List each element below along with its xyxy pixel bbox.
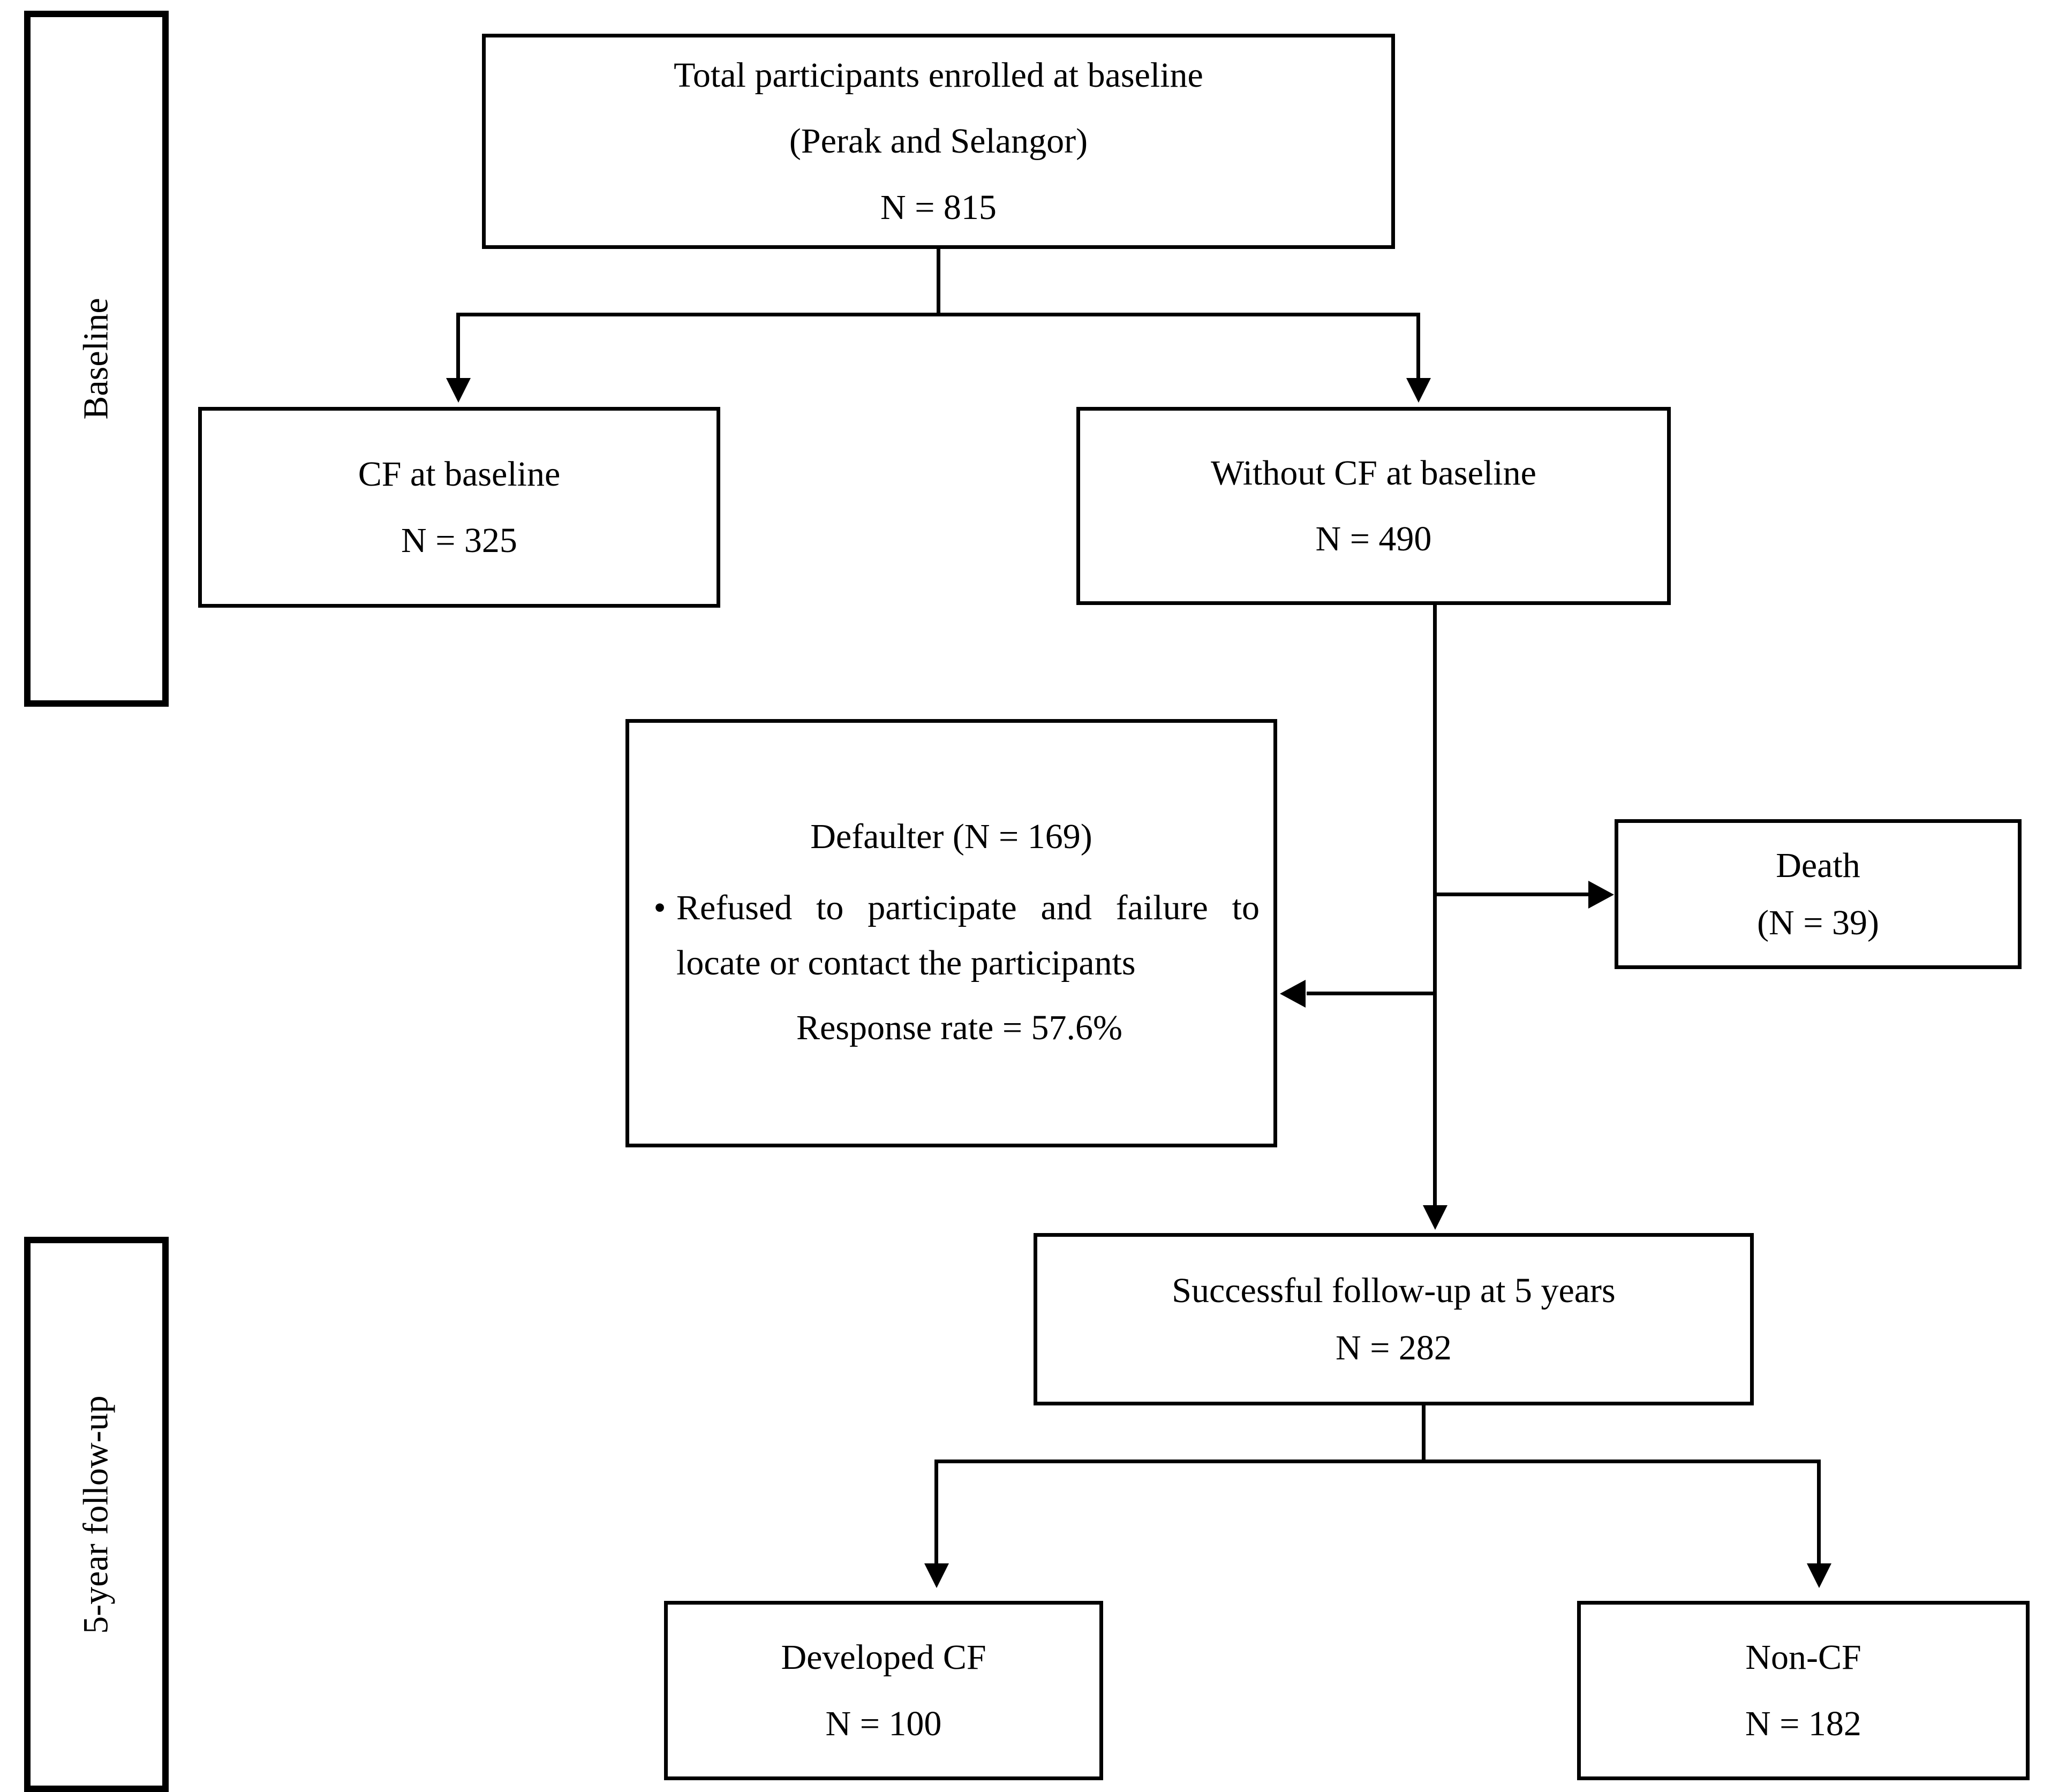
- node-developed-cf-line2: N = 100: [825, 1704, 942, 1743]
- bullet-icon: •: [653, 888, 666, 928]
- connector-to-defaulter: [1307, 992, 1435, 995]
- connector-to-non-cf: [1817, 1460, 1821, 1567]
- stage-label-followup-text: 5-year follow-up: [77, 1395, 116, 1634]
- connector-baseline-bus: [456, 313, 1420, 316]
- node-defaulter-bullet-text: Refused to participate and failure to lo…: [676, 888, 1260, 982]
- node-enrolled-line3: N = 815: [880, 187, 997, 227]
- node-non-cf-line2: N = 182: [1745, 1704, 1861, 1743]
- node-non-cf-line1: Non-CF: [1745, 1638, 1861, 1677]
- node-death-line2: (N = 39): [1757, 903, 1879, 942]
- node-non-cf: Non-CF N = 182: [1577, 1601, 2030, 1780]
- connector-enrolled-stem: [937, 249, 940, 314]
- node-without-cf-baseline: Without CF at baseline N = 490: [1076, 407, 1671, 605]
- node-defaulter-title: Defaulter (N = 169): [810, 816, 1092, 856]
- connector-to-cf-baseline: [456, 313, 460, 381]
- stage-label-baseline: Baseline: [24, 11, 169, 707]
- arrowhead-to-cf-baseline: [446, 378, 471, 403]
- connector-to-developed-cf: [934, 1460, 938, 1567]
- node-successful-followup-line1: Successful follow-up at 5 years: [1172, 1271, 1616, 1310]
- node-cf-baseline-line1: CF at baseline: [358, 455, 561, 494]
- connector-followup-stem: [1422, 1405, 1426, 1461]
- arrowhead-to-defaulter: [1280, 980, 1306, 1008]
- arrowhead-to-without-cf: [1406, 378, 1431, 403]
- connector-to-death: [1433, 893, 1594, 896]
- node-defaulter-response-rate: Response rate = 57.6%: [796, 1008, 1123, 1047]
- node-developed-cf-line1: Developed CF: [781, 1638, 986, 1677]
- node-successful-followup: Successful follow-up at 5 years N = 282: [1034, 1233, 1754, 1405]
- node-enrolled-line2: (Perak and Selangor): [789, 122, 1088, 161]
- node-cf-baseline-line2: N = 325: [401, 520, 517, 560]
- connector-followup-bus: [934, 1460, 1821, 1463]
- node-successful-followup-line2: N = 282: [1336, 1328, 1452, 1367]
- connector-to-without-cf: [1416, 313, 1420, 381]
- stage-label-followup: 5-year follow-up: [24, 1237, 169, 1792]
- node-enrolled: Total participants enrolled at baseline …: [482, 34, 1395, 249]
- node-death: Death (N = 39): [1615, 819, 2022, 969]
- node-defaulter: Defaulter (N = 169) • Refused to partici…: [625, 719, 1277, 1147]
- node-without-cf-line2: N = 490: [1315, 519, 1432, 558]
- arrowhead-to-successful-followup: [1423, 1205, 1447, 1230]
- node-developed-cf: Developed CF N = 100: [664, 1601, 1103, 1780]
- node-cf-baseline: CF at baseline N = 325: [198, 407, 720, 608]
- arrowhead-to-non-cf: [1807, 1563, 1831, 1588]
- node-enrolled-line1: Total participants enrolled at baseline: [674, 56, 1203, 95]
- connector-without-cf-spine: [1433, 605, 1437, 1208]
- node-death-line1: Death: [1776, 845, 1860, 885]
- node-without-cf-line1: Without CF at baseline: [1211, 453, 1536, 493]
- arrowhead-to-death: [1588, 881, 1614, 909]
- arrowhead-to-developed-cf: [924, 1563, 949, 1588]
- stage-label-baseline-text: Baseline: [76, 298, 116, 420]
